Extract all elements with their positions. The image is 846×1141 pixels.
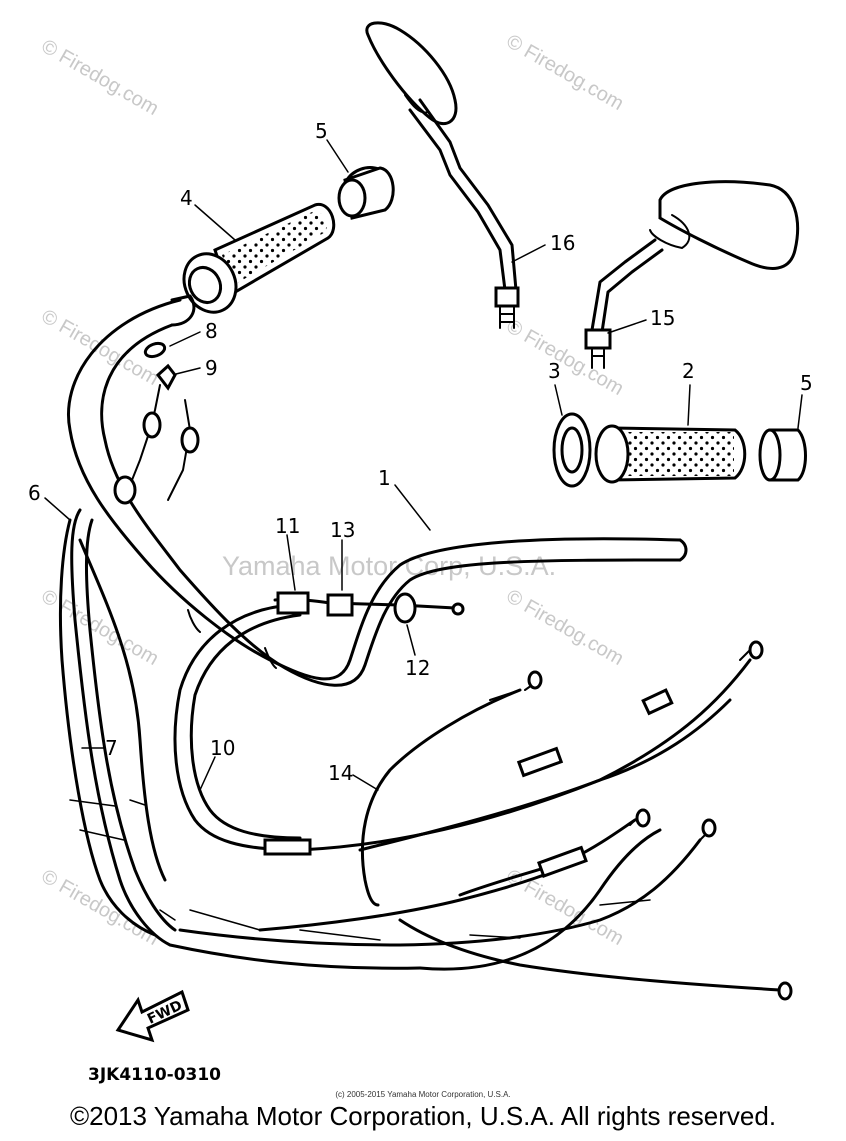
- callout-15: 15: [650, 306, 675, 330]
- watermark-site: © Firedog.com: [38, 35, 163, 120]
- callout-12: 12: [405, 656, 430, 680]
- watermark-site: © Firedog.com: [503, 30, 628, 115]
- right-grip: [552, 412, 807, 488]
- callout-16: 16: [550, 231, 575, 255]
- forward-arrow-icon: FWD: [115, 989, 190, 1043]
- cables: [58, 508, 793, 1001]
- callout-7: 7: [105, 736, 118, 760]
- right-mirror: [584, 180, 799, 369]
- callout-1: 1: [378, 466, 391, 490]
- callout-4: 4: [180, 186, 193, 210]
- part-code: 3JK4110-0310: [88, 1065, 221, 1085]
- small-copyright: (c) 2005-2015 Yamaha Motor Corporation, …: [335, 1090, 511, 1099]
- callout-3: 3: [548, 359, 561, 383]
- left-mirror: [365, 21, 520, 329]
- copyright-notice: ©2013 Yamaha Motor Corporation, U.S.A. A…: [69, 1101, 777, 1131]
- watermark-site: © Firedog.com: [503, 315, 628, 400]
- callout-13: 13: [330, 518, 355, 542]
- callouts: 1 2 3 4 5 5 6 7 8 9 10 11 12 13 14 15 16: [28, 119, 813, 791]
- switch-wiring: [113, 341, 200, 505]
- throttle-adjuster: [273, 591, 465, 624]
- callout-10: 10: [210, 736, 235, 760]
- watermark-site: © Firedog.com: [503, 585, 628, 670]
- callout-6: 6: [28, 481, 41, 505]
- watermark-site: © Firedog.com: [38, 305, 163, 390]
- callout-14: 14: [328, 761, 353, 785]
- callout-5: 5: [315, 119, 328, 143]
- callout-8: 8: [205, 319, 218, 343]
- left-grip: [182, 166, 395, 314]
- handlebar: [67, 294, 688, 687]
- watermark-site: © Firedog.com: [38, 585, 163, 670]
- callout-9: 9: [205, 356, 218, 380]
- callout-11: 11: [275, 514, 300, 538]
- callout-5-right: 5: [800, 371, 813, 395]
- callout-2: 2: [682, 359, 695, 383]
